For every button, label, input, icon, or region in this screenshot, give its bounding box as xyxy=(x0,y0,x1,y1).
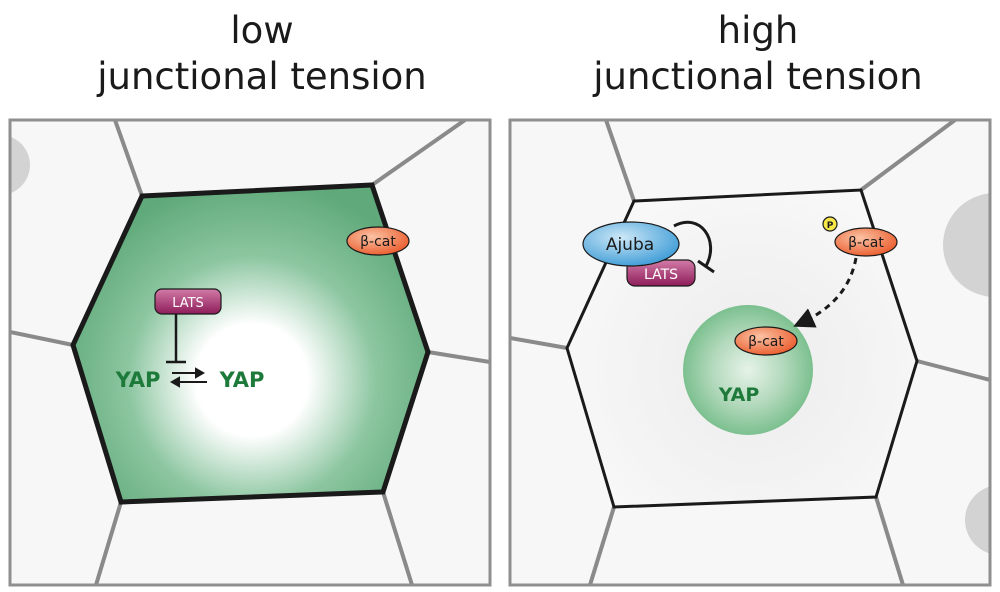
left-panel: LATS YAP YAP β-cat xyxy=(8,118,492,587)
lats-label-right: LATS xyxy=(644,267,678,283)
phospho-badge xyxy=(822,216,838,232)
inhibition-arc-right xyxy=(673,220,715,274)
neighbor-cell-junctions xyxy=(10,120,490,585)
ajuba-label: Ajuba xyxy=(606,235,654,255)
right-panel: YAP β-cat β-cat P LATS Ajuba xyxy=(508,118,992,587)
beta-cat-label-junction-right: β-cat xyxy=(848,235,884,251)
left-panel-title: low junctional tension xyxy=(62,8,462,100)
yap-nuclear-label-left: YAP xyxy=(219,368,265,392)
lats-protein-left: LATS xyxy=(154,288,222,315)
equilibrium-arrows xyxy=(169,367,207,388)
left-title-line2: junctional tension xyxy=(97,55,427,98)
inhibition-symbol-left xyxy=(166,314,186,364)
neighbor-nucleus xyxy=(10,136,30,194)
left-panel-border xyxy=(8,118,492,587)
beta-cat-label-nuclear: β-cat xyxy=(748,334,784,350)
yap-nuclear-label-right: YAP xyxy=(718,384,760,406)
beta-cat-label-left: β-cat xyxy=(360,234,396,250)
beta-catenin-phosphorylated: β-cat P xyxy=(822,216,898,257)
neighbor-nucleus xyxy=(965,486,990,554)
lats-label-left: LATS xyxy=(172,296,204,311)
neighbor-nucleus xyxy=(943,193,990,297)
beta-catenin-nuclear: β-cat xyxy=(734,326,798,356)
ajuba-lats-complex: LATS Ajuba xyxy=(582,221,696,287)
phospho-label: P xyxy=(827,221,834,231)
right-title-line1: high xyxy=(717,9,799,52)
right-title-line2: junctional tension xyxy=(593,55,923,98)
right-panel-border xyxy=(508,118,992,587)
nuclear-translocation-arrow xyxy=(793,257,858,328)
nucleus-yap-right xyxy=(683,305,813,435)
yap-cytoplasm-label: YAP xyxy=(115,368,161,392)
neighbor-cell-junctions xyxy=(510,120,990,585)
central-cell-low-tension xyxy=(70,182,431,505)
right-panel-title: high junctional tension xyxy=(558,8,958,100)
ajuba-protein xyxy=(582,221,680,267)
beta-catenin-junction-left: β-cat xyxy=(346,226,410,256)
left-title-line1: low xyxy=(230,9,294,52)
